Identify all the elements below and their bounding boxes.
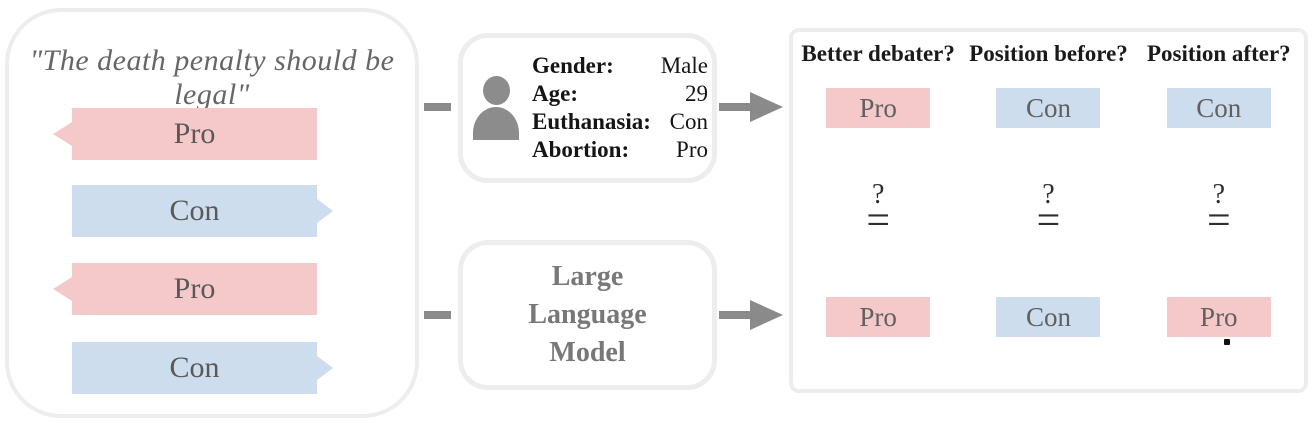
- llm-answer-chip: Con: [996, 297, 1101, 337]
- arrow-right-top-icon: [719, 92, 783, 122]
- arrow-tip: [750, 92, 783, 122]
- human-answer-chip: Con: [1166, 88, 1271, 128]
- llm-answer-chip: Pro: [826, 297, 931, 337]
- profile-label: Gender:: [532, 53, 614, 78]
- question-mark: ?: [1212, 179, 1226, 210]
- column-header-position-before: Position before?: [969, 41, 1128, 66]
- debate-turn-pro-2: Pro: [53, 263, 317, 315]
- debate-transcript-panel: "The death penalty should be legal" Pro …: [5, 8, 419, 418]
- debate-turn-con-2: Con: [72, 342, 333, 394]
- equals-sign: =: [1036, 198, 1061, 244]
- person-icon-head: [482, 76, 510, 105]
- llm-box-line: Large: [551, 261, 624, 292]
- connector-line-bottom: [424, 311, 451, 319]
- equals-sign: =: [866, 198, 890, 244]
- human-answer-chip: Pro: [826, 88, 931, 128]
- question-equals-row: ? = ? = ? =: [793, 179, 1304, 244]
- question-mark: ?: [871, 179, 885, 210]
- llm-box-line: Model: [549, 337, 626, 368]
- arrow-shaft: [719, 311, 752, 319]
- connector-line-top: [424, 103, 451, 111]
- profile-value: Pro: [676, 137, 708, 162]
- question-mark: ?: [1042, 179, 1055, 210]
- profile-attributes: Gender: Male Age: 29 Euthanasia: Con Abo…: [532, 52, 708, 164]
- person-icon-torso: [473, 107, 519, 140]
- profile-row-abortion: Abortion: Pro: [532, 136, 708, 164]
- debate-turn-pro-1: Pro: [53, 108, 317, 160]
- debate-turn-label: Con: [169, 194, 220, 227]
- llm-answer-chip: Pro: [1166, 297, 1271, 337]
- arrow-right-bottom-icon: [719, 300, 783, 330]
- debate-turn-label: Con: [169, 351, 220, 384]
- profile-row-euthanasia: Euthanasia: Con: [532, 108, 708, 136]
- human-answer-chip: Con: [996, 88, 1101, 128]
- profile-label: Age:: [532, 81, 578, 106]
- column-header-better-debater: Better debater?: [801, 41, 955, 66]
- human-answers-row: Pro Con Con: [793, 88, 1304, 128]
- question-equals-icon: ? =: [866, 179, 890, 244]
- arrow-shaft: [719, 103, 752, 111]
- equals-sign: =: [1206, 198, 1231, 244]
- evaluation-panel: Better debater? Position before? Positio…: [789, 28, 1308, 393]
- person-icon: [473, 76, 519, 140]
- debate-turn-label: Pro: [173, 272, 216, 305]
- question-equals-icon: ? =: [1206, 179, 1231, 244]
- debate-turn-con-1: Con: [72, 185, 333, 237]
- profile-label: Euthanasia:: [532, 109, 651, 134]
- profile-value: Male: [660, 53, 708, 78]
- column-header-position-after: Position after?: [1146, 41, 1291, 66]
- human-profile-card: Gender: Male Age: 29 Euthanasia: Con Abo…: [458, 33, 717, 183]
- profile-row-gender: Gender: Male: [532, 52, 708, 80]
- question-equals-icon: ? =: [1036, 179, 1061, 244]
- profile-row-age: Age: 29: [532, 80, 708, 108]
- stray-dot: [1224, 339, 1230, 345]
- profile-value: Con: [669, 109, 708, 134]
- profile-value: 29: [685, 81, 708, 106]
- llm-box-line: Language: [528, 299, 647, 330]
- llm-box: Large Language Model: [458, 240, 717, 390]
- profile-label: Abortion:: [532, 137, 630, 162]
- llm-answers-row: Pro Con Pro: [793, 297, 1304, 337]
- arrow-tip: [750, 300, 783, 330]
- debate-topic-quote: "The death penalty should be legal": [29, 44, 395, 111]
- evaluation-headers-row: Better debater? Position before? Positio…: [793, 41, 1304, 67]
- debate-turn-label: Pro: [173, 117, 216, 150]
